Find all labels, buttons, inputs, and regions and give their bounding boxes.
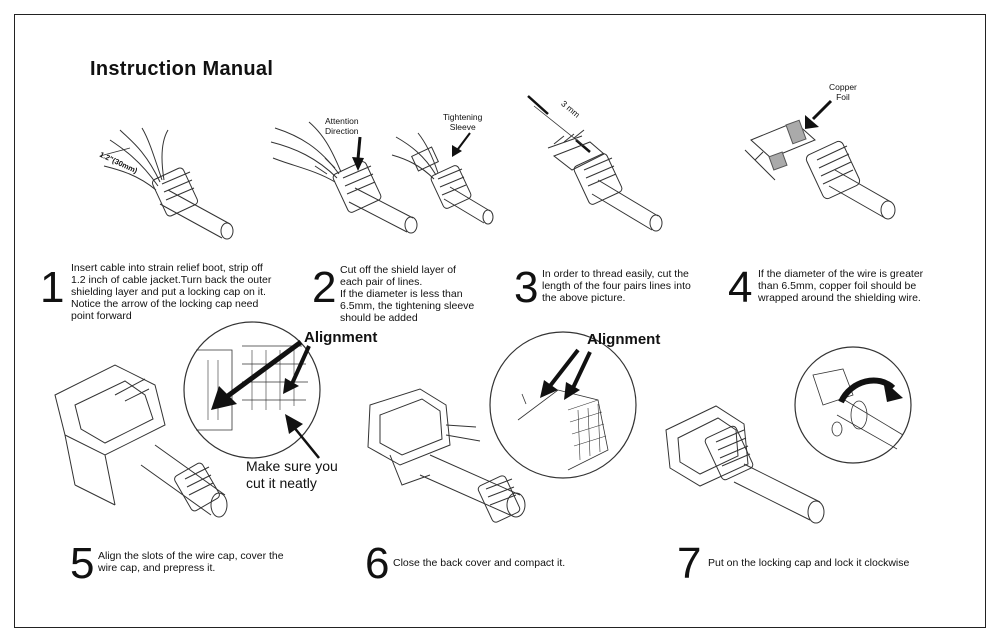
step-4-text: If the diameter of the wire is greater t… (758, 268, 924, 304)
tightening-sleeve-label: Tightening Sleeve (443, 112, 483, 132)
copper-foil-label: Copper Foil (829, 82, 857, 102)
step-7-number: 7 (677, 539, 702, 588)
step-2-illustration (265, 118, 425, 248)
step-1-illustration (90, 120, 250, 250)
alignment-arrows-6 (540, 346, 598, 400)
step-3-number: 3 (514, 263, 539, 312)
step-7-detail-circle (793, 345, 913, 465)
clockwise-arrow-icon (835, 372, 903, 412)
attention-arrow (352, 137, 364, 171)
attention-direction-label: Attention Direction (325, 116, 359, 136)
step-5-number: 5 (70, 539, 95, 588)
step-7-text: Put on the locking cap and lock it clock… (708, 557, 910, 569)
step-6-detail-circle (488, 330, 638, 480)
step-2-number: 2 (312, 263, 337, 312)
cut-note-arrow (285, 414, 323, 460)
step-7-illustration (660, 390, 840, 540)
step-2-text: Cut off the shield layer of each pair of… (340, 264, 475, 324)
step-5-text: Align the slots of the wire cap, cover t… (98, 550, 284, 574)
step-3-illustration (520, 96, 670, 246)
step-4-illustration (735, 110, 905, 250)
alignment-label-6: Alignment (587, 331, 661, 348)
alignment-arrows-5 (211, 338, 325, 410)
step-4-number: 4 (728, 263, 753, 312)
tightening-sleeve-arrow (452, 133, 472, 157)
page-title: Instruction Manual (90, 58, 274, 80)
step-1-text: Insert cable into strain relief boot, st… (71, 262, 272, 322)
step-5-illustration (45, 355, 245, 535)
step-3-text: In order to thread easily, cut the lengt… (542, 268, 691, 304)
step-6-text: Close the back cover and compact it. (393, 557, 566, 569)
step-1-number: 1 (40, 263, 65, 312)
copper-foil-arrow (805, 99, 833, 129)
step-6-illustration (350, 385, 550, 535)
cut-note: Make sure you cut it neatly (246, 458, 338, 491)
page-border (14, 14, 986, 628)
alignment-label-5: Alignment (304, 329, 378, 346)
step-6-number: 6 (365, 539, 390, 588)
tightening-sleeve-illustration (390, 125, 500, 240)
